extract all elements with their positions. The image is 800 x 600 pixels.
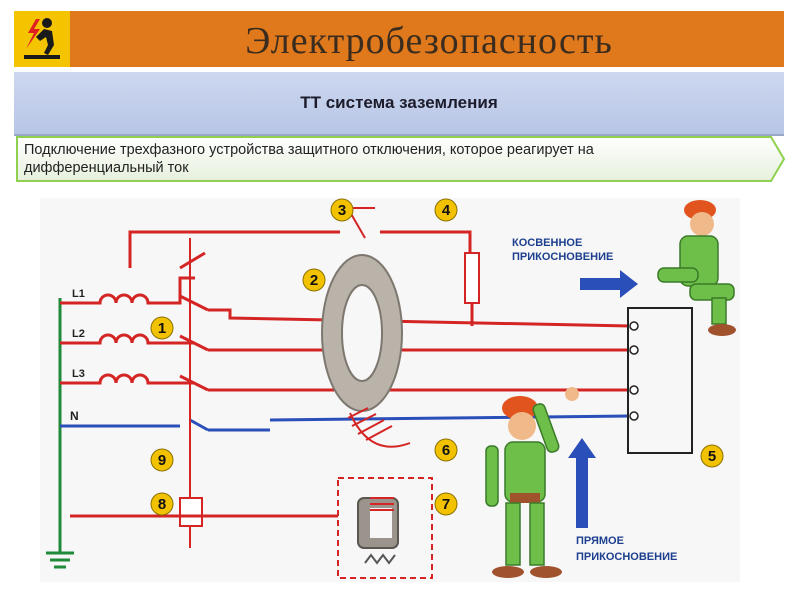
marker-5: 5 (700, 444, 724, 468)
indirect-contact-arrow-icon (580, 270, 638, 298)
rcd-wiring-diagram: L1 L2 L3 N (40, 198, 740, 582)
transformer-coils-icon (60, 293, 160, 385)
marker-4: 4 (434, 198, 458, 222)
caption-text: Подключение трехфазного устройства защит… (24, 142, 594, 176)
enclosure-terminals (629, 321, 639, 421)
electric-hazard-icon (14, 11, 70, 67)
marker-3: 3 (330, 198, 354, 222)
trip-relay-icon (357, 497, 399, 565)
marker-9: 9 (150, 448, 174, 472)
relay-box (337, 477, 433, 579)
svg-text:1: 1 (158, 320, 166, 337)
direct-contact-arrow-icon (568, 438, 596, 528)
worker-sitting-icon (657, 200, 736, 336)
main-switch (179, 251, 209, 392)
svg-text:9: 9 (158, 452, 166, 469)
marker-6: 6 (434, 438, 458, 462)
title-bar: Электробезопасность (14, 11, 784, 67)
equipment-enclosure (627, 307, 693, 454)
svg-text:8: 8 (158, 496, 166, 513)
test-button (179, 497, 203, 527)
svg-text:7: 7 (442, 496, 450, 513)
phase-label-l1: L1 (72, 288, 85, 300)
neutral-line-out (269, 414, 631, 422)
svg-text:6: 6 (442, 442, 450, 459)
test-resistor (464, 252, 480, 304)
svg-text:4: 4 (442, 202, 451, 219)
subtitle-bar: ТТ система заземления (14, 72, 784, 136)
phase-label-l2: L2 (72, 328, 85, 340)
marker-7: 7 (434, 492, 458, 516)
direct-contact-label-line2: ПРИКОСНОВЕНИЕ (576, 551, 677, 563)
svg-text:5: 5 (708, 448, 716, 465)
page-title: Электробезопасность (245, 20, 613, 62)
phase-label-l3: L3 (72, 368, 85, 380)
worker-standing-icon (485, 387, 579, 578)
number-markers: 1 2 3 4 5 6 7 8 9 (150, 198, 724, 516)
neutral-label: N (70, 409, 79, 423)
direct-contact-label-line1: ПРЯМОЕ (576, 535, 624, 547)
caption-callout: Подключение трехфазного устройства защит… (16, 136, 786, 182)
ground-symbol-icon (46, 551, 74, 569)
svg-text:2: 2 (310, 272, 318, 289)
marker-2: 2 (302, 268, 326, 292)
svg-text:3: 3 (338, 202, 346, 219)
indirect-contact-label-line2: ПРИКОСНОВЕНИЕ (512, 251, 613, 263)
marker-1: 1 (150, 316, 174, 340)
phase-lines-out (208, 303, 631, 392)
subtitle: ТТ система заземления (300, 93, 498, 112)
toroid-transformer-icon (321, 254, 411, 448)
marker-8: 8 (150, 492, 174, 516)
indirect-contact-label-line1: КОСВЕННОЕ (512, 237, 582, 249)
